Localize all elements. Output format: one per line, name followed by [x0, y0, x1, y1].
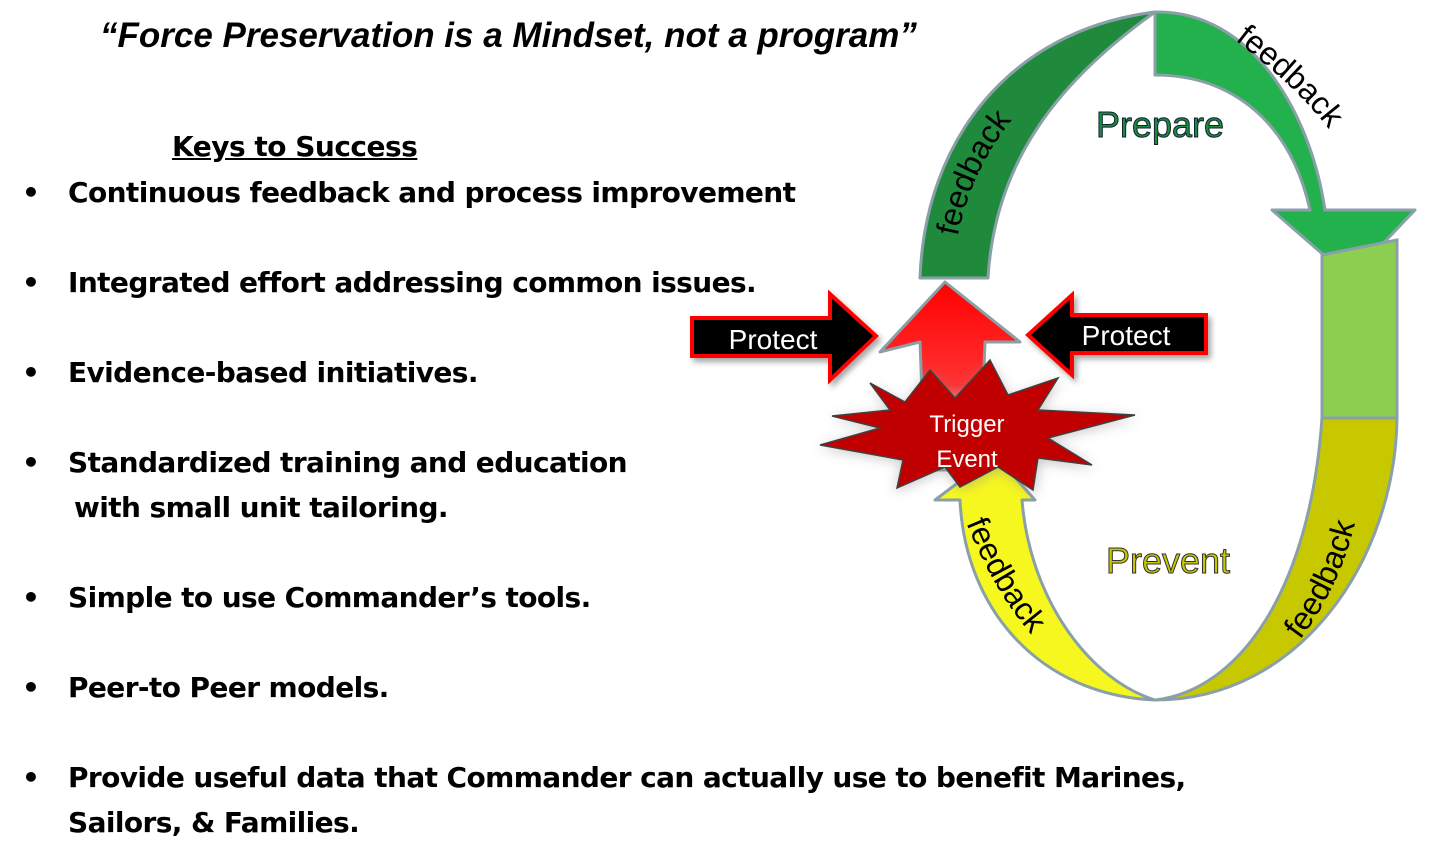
keys-heading: Keys to Success — [172, 130, 418, 163]
protect-arrow-left — [690, 289, 879, 385]
feedback-arrow-top-left — [918, 10, 1157, 280]
list-item-text: Continuous feedback and process improvem… — [68, 176, 796, 209]
loop-segment-right-upper — [1320, 238, 1399, 420]
bullet-glyph: • — [22, 266, 40, 299]
list-item-text: Evidence-based initiatives. — [68, 356, 478, 389]
quote-title: “Force Preservation is a Mindset, not a … — [100, 16, 917, 55]
list-item-text: Peer-to Peer models. — [68, 671, 389, 704]
bullet-glyph: • — [22, 356, 40, 389]
trigger-label-line2: Event — [936, 446, 998, 473]
list-item-text: Integrated effort addressing common issu… — [68, 266, 757, 299]
prepare-label: Prepare — [1096, 104, 1224, 145]
bullet-glyph: • — [22, 671, 40, 704]
bullet-glyph: • — [22, 581, 40, 614]
feedback-arrow-bottom-left — [933, 453, 1157, 702]
list-item-text: Provide useful data that Commander can a… — [68, 761, 1186, 794]
protect-label-left: Protect — [729, 324, 818, 355]
bullet-glyph: • — [22, 446, 40, 479]
list-item-text: Simple to use Commander’s tools. — [68, 581, 591, 614]
trigger-event-starburst — [818, 358, 1138, 495]
protect-label-right: Protect — [1082, 320, 1171, 351]
list-item-text-continued: Sailors, & Families. — [68, 806, 360, 839]
bullet-glyph: • — [22, 761, 40, 794]
feedback-arrow-bottom-right — [1153, 416, 1399, 702]
bullet-glyph: • — [22, 176, 40, 209]
prevent-label: Prevent — [1106, 540, 1230, 581]
protect-arrow-right — [1025, 290, 1208, 380]
trigger-label-line1: Trigger — [929, 411, 1004, 438]
list-item-text: Standardized training and education — [68, 446, 628, 479]
list-item-text-continued: with small unit tailoring. — [74, 491, 449, 524]
